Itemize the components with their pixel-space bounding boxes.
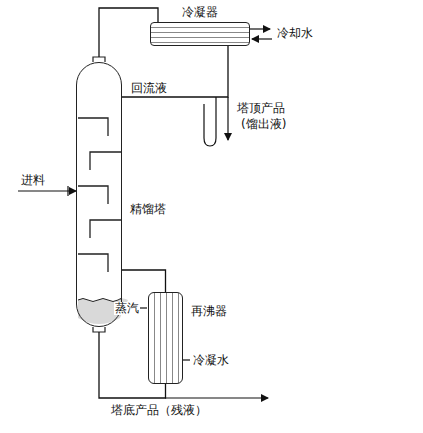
node-label: 冷凝器 (181, 6, 219, 19)
condenser: 冷凝器 (150, 22, 250, 46)
distillation-column: 精馏塔 (76, 62, 122, 327)
bottoms-label: 塔底产品（残液） (110, 404, 208, 417)
bottom-nozzle (93, 327, 105, 332)
feed-label: 进料 (20, 174, 46, 187)
steam-label: 蒸汽 (114, 302, 140, 315)
distillate-line (227, 128, 228, 140)
bottoms-line (165, 397, 268, 398)
reboiler: 再沸器 (148, 292, 183, 384)
condensate-label: 冷凝水 (192, 354, 230, 367)
pipe-connector (122, 270, 166, 292)
column-trays (78, 118, 121, 272)
node-label: 再沸器 (190, 305, 228, 318)
node-label: 精馏塔 (129, 203, 167, 216)
pipe-connector (122, 46, 228, 97)
cooling-water-in (252, 38, 272, 39)
condensate-outlet (183, 359, 190, 360)
cooling-water-label: 冷却水 (276, 27, 314, 40)
cooling-water-out (250, 28, 270, 29)
distillate-label: (馏出液) (240, 118, 287, 131)
feed-line (18, 190, 76, 191)
feed-nozzle (67, 186, 68, 196)
product-label: 塔顶产品 (236, 102, 286, 115)
edge-label: 回流液 (130, 82, 168, 95)
u-seal (204, 97, 228, 146)
